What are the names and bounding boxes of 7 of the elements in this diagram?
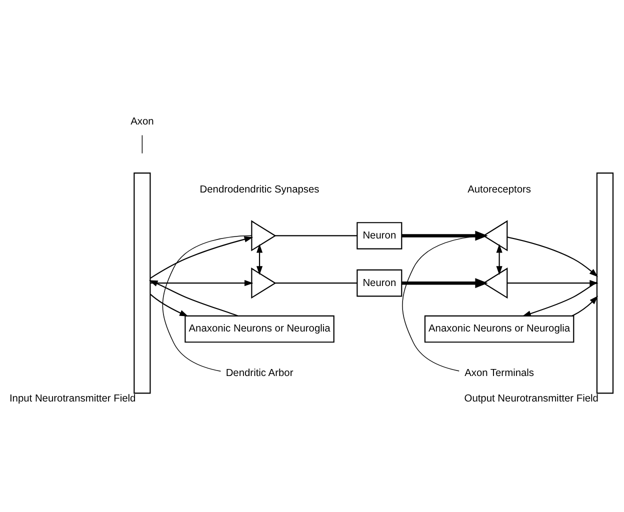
label: Dendrodendritic Synapses: [200, 184, 320, 196]
node-text: Axon: [130, 116, 154, 128]
node-label: Input Neurotransmitter Field: [9, 392, 136, 404]
node-text: Dendritic Arbor: [226, 368, 294, 379]
node-label: Output Neurotransmitter Field: [464, 392, 598, 404]
node-text: Axon Terminals: [464, 368, 534, 379]
label: Autoreceptors: [468, 184, 532, 196]
